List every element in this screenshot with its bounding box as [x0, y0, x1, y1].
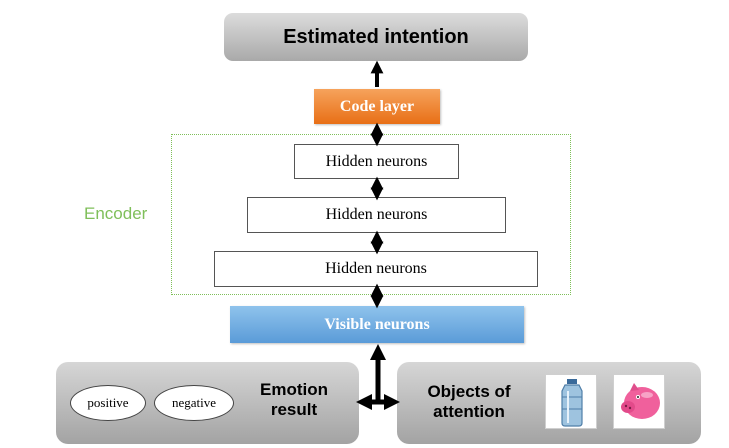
hidden-neurons-label: Hidden neurons — [325, 260, 427, 277]
emotion-title-line-1: Emotion — [260, 380, 328, 399]
objects-of-attention-title: Objects of attention — [410, 382, 528, 424]
code-layer-box: Code layer — [314, 89, 440, 124]
water-bottle-icon — [545, 374, 597, 429]
positive-label: positive — [87, 395, 129, 410]
hidden-neurons-layer-3: Hidden neurons — [214, 251, 538, 287]
estimated-intention-label: Estimated intention — [283, 25, 469, 48]
negative-label: negative — [171, 395, 217, 410]
emotion-result-title: Emotion result — [240, 380, 348, 422]
hidden-neurons-label: Hidden neurons — [325, 206, 428, 223]
encoder-label: Encoder — [84, 204, 148, 223]
visible-neurons-box: Visible neurons — [230, 306, 524, 343]
hidden-neurons-layer-1: Hidden neurons — [294, 144, 459, 179]
objects-title-line-1: Objects of — [427, 382, 511, 401]
emotion-title-line-2: result — [270, 400, 318, 419]
code-layer-label: Code layer — [339, 97, 415, 115]
negative-oval: negative — [154, 385, 234, 421]
hidden-neurons-label: Hidden neurons — [325, 152, 428, 170]
pink-piggy-icon — [613, 374, 665, 429]
visible-neurons-label: Visible neurons — [324, 315, 430, 333]
estimated-intention-box: Estimated intention — [224, 13, 528, 61]
positive-oval: positive — [70, 385, 146, 421]
objects-title-line-2: attention — [433, 402, 505, 421]
